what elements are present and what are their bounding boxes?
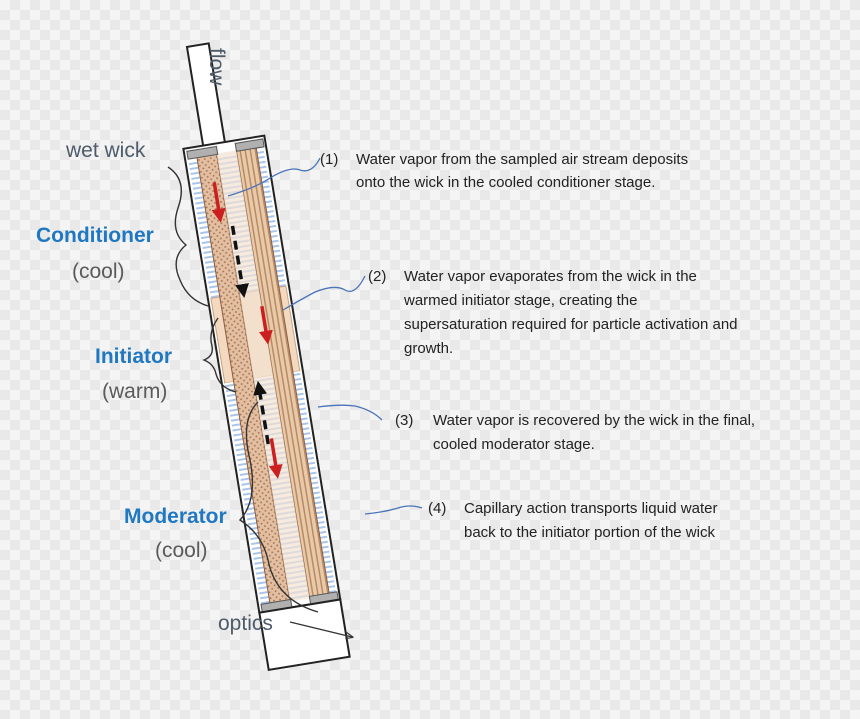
conditioner-title: Conditioner [36, 224, 154, 247]
note-1-number: (1) [320, 151, 338, 168]
note-2-line-1: Water vapor evaporates from the wick in … [404, 268, 697, 285]
conditioner-temp: (cool) [72, 260, 125, 283]
note-3-line-2: cooled moderator stage. [433, 436, 595, 453]
leader-1 [227, 157, 321, 197]
conditioner-brace [167, 166, 209, 307]
red-arrow-3 [268, 438, 283, 479]
note-2-line-3: supersaturation required for particle ac… [404, 316, 738, 333]
note-2-line-4: growth. [404, 340, 453, 357]
optics-pointer [289, 621, 352, 637]
black-arrow-up [253, 380, 270, 445]
initiator-brace [202, 317, 237, 393]
wet-wick-label: wet wick [65, 139, 146, 162]
initiator-title: Initiator [95, 345, 172, 368]
note-2-number: (2) [368, 268, 386, 285]
leader-3 [317, 404, 383, 421]
note-4-number: (4) [428, 500, 446, 517]
optics-label: optics [218, 612, 273, 635]
leader-2 [282, 275, 366, 311]
initiator-temp: (warm) [102, 380, 167, 403]
optics-chamber [258, 598, 351, 672]
note-1-line-1: Water vapor from the sampled air stream … [356, 151, 688, 168]
wick-cap-right [234, 138, 265, 152]
note-3-number: (3) [395, 412, 413, 429]
wet-wick-cap [186, 145, 219, 160]
note-4-line-1: Capillary action transports liquid water [464, 500, 717, 517]
leader-4 [364, 505, 423, 515]
note-1-line-2: onto the wick in the cooled conditioner … [356, 174, 655, 191]
flow-label: flow [205, 48, 228, 86]
note-4-line-2: back to the initiator portion of the wic… [464, 524, 715, 541]
moderator-brace [238, 401, 319, 613]
note-2-line-2: warmed initiator stage, creating the [403, 292, 637, 309]
moderator-title: Moderator [124, 505, 227, 528]
red-arrow-2 [258, 305, 273, 345]
note-3-line-1: Water vapor is recovered by the wick in … [433, 412, 755, 429]
black-arrow-down [230, 225, 249, 298]
red-arrow-1 [211, 182, 226, 223]
moderator-temp: (cool) [155, 539, 208, 562]
growth-tube [182, 42, 351, 672]
